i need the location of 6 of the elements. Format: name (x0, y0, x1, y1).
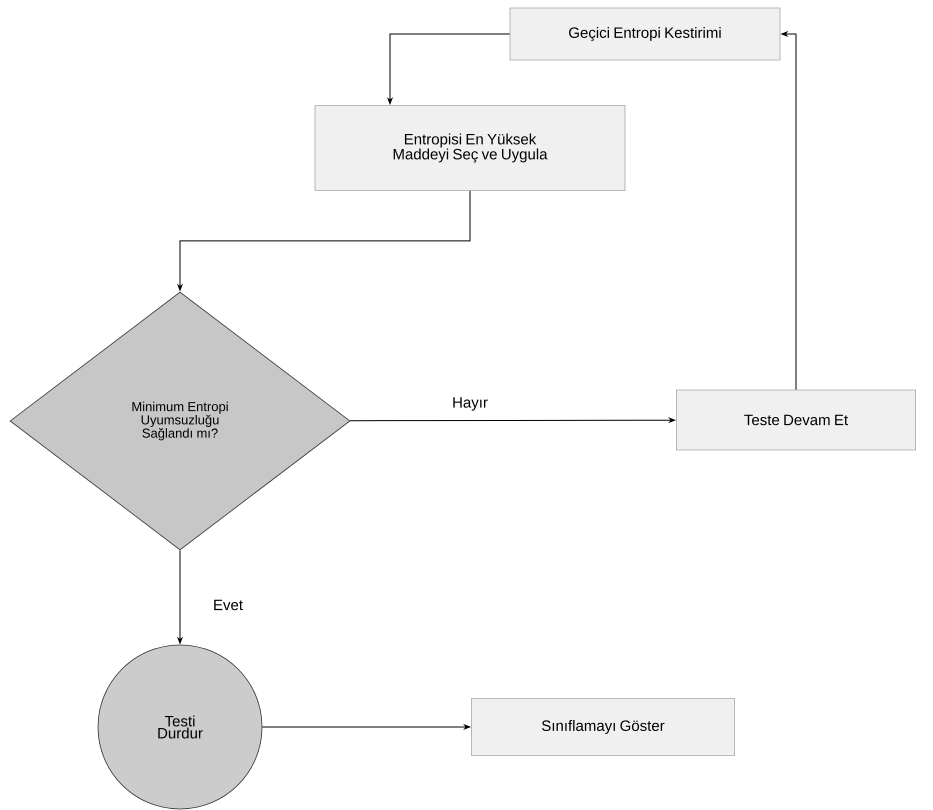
edge-label: Evet (214, 600, 243, 610)
process-box: Geçici Entropi Kestirimi (510, 8, 780, 60)
edge-label: Hayır (453, 397, 488, 411)
process-box: Entropisi En Yüksek Maddeyi Seç ve Uygula (314, 105, 626, 191)
process-box: Teste Devam Et (676, 390, 916, 450)
process-box: Sınıflamayı Göster (471, 698, 735, 756)
